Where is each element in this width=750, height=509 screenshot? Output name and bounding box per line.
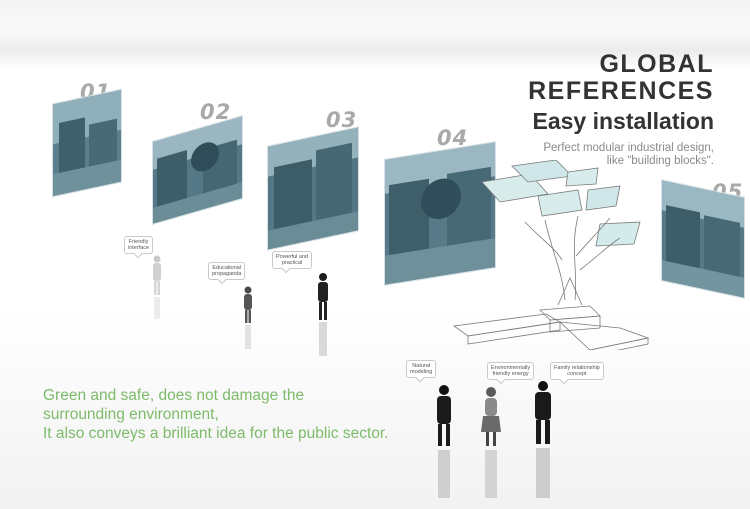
bubble-friendly-interface: Friendly interface <box>124 236 154 254</box>
gallery-number-02: 02 <box>200 100 232 124</box>
person-silhouette-3 <box>318 273 328 356</box>
gallery-number-03: 03 <box>326 108 358 132</box>
green-message-line-1: Green and safe, does not damage the <box>43 387 305 404</box>
bubble-2-line-1: Educational <box>212 265 242 271</box>
bubble-1-line-2: interface <box>128 245 150 251</box>
bubble-3-line-2: practical <box>281 260 303 266</box>
solar-tree-drawing <box>452 160 650 350</box>
green-message-line-2: surrounding environment, <box>43 406 219 423</box>
bubble-family-relationship-concept: Family relationship concept <box>550 362 604 380</box>
green-message: Green and safe, does not damage the surr… <box>43 386 389 443</box>
bubble-6-line-1: Family relationship <box>554 365 600 371</box>
gallery-number-04: 04 <box>437 126 469 150</box>
bubble-2-line-2: propaganda <box>212 271 242 277</box>
reference-photo-01 <box>52 88 122 198</box>
bubble-educational-propaganda: Educational propaganda <box>208 262 246 280</box>
heading-references: REFERENCES <box>528 77 714 105</box>
person-silhouette-5 <box>481 387 501 498</box>
bubble-4-line-1: Natural <box>412 363 431 369</box>
description-line-2: like "building blocks". <box>606 155 714 167</box>
heading-global: GLOBAL <box>599 50 714 78</box>
bubble-natural-modeling: Natural modeling <box>406 360 437 378</box>
bubble-5-line-2: friendly energy <box>492 371 529 377</box>
person-silhouette-4 <box>437 385 451 498</box>
reference-photo-03 <box>267 126 359 251</box>
bubble-powerful-practical: Powerful and practical <box>272 251 313 269</box>
bubble-5-line-1: Environmentally <box>491 365 531 371</box>
description: Perfect modular industrial design, like … <box>543 142 714 168</box>
bubble-3-line-1: Powerful and <box>276 254 309 260</box>
person-silhouette-2 <box>244 286 252 349</box>
bubble-4-line-2: modeling <box>410 369 433 375</box>
reference-photo-04 <box>384 141 496 286</box>
green-message-line-3: It also conveys a brilliant idea for the… <box>43 425 389 442</box>
bubble-1-line-1: Friendly <box>128 239 149 245</box>
description-line-1: Perfect modular industrial design, <box>543 142 714 154</box>
subtitle-easy-installation: Easy installation <box>532 108 714 134</box>
person-silhouette-6 <box>535 381 551 498</box>
bubble-6-line-2: concept <box>567 371 587 377</box>
background-haze <box>0 30 750 70</box>
person-silhouette-1 <box>153 255 161 319</box>
reference-photo-02 <box>152 114 243 226</box>
reference-photo-05 <box>661 179 745 299</box>
bubble-environmentally-friendly-energy: Environmentally friendly energy <box>487 362 535 380</box>
